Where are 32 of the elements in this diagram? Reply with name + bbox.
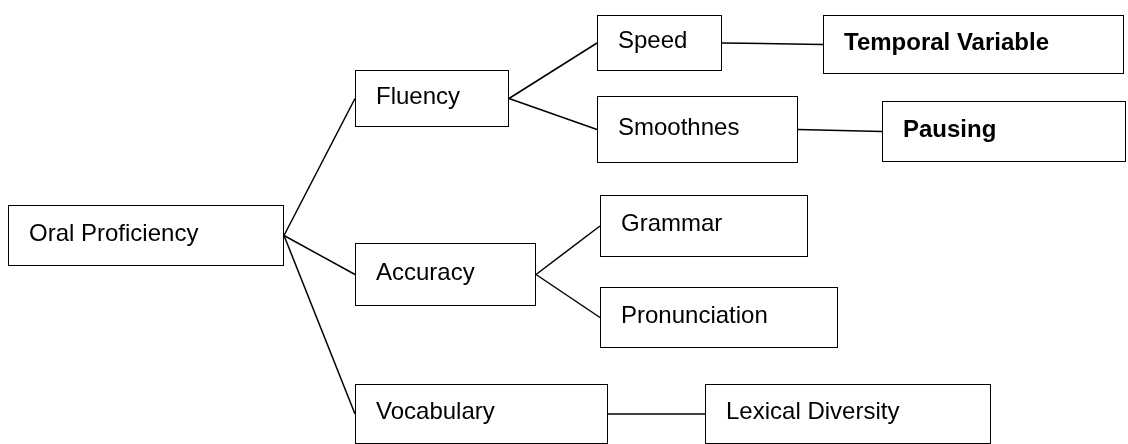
- concept-label: Temporal Variable: [844, 27, 1049, 56]
- connector-line: [535, 225, 601, 276]
- concept-box: [597, 15, 722, 71]
- connector-line: [283, 234, 356, 276]
- concept-box: [600, 287, 838, 348]
- concept-box: [705, 384, 991, 444]
- concept-label: Grammar: [621, 209, 723, 237]
- concept-label: Accuracy: [376, 257, 475, 286]
- concept-box: [8, 205, 284, 266]
- connector-line: [508, 97, 598, 131]
- concept-label: Vocabulary: [376, 397, 495, 425]
- connector-line: [797, 128, 883, 133]
- connector-line: [283, 234, 356, 415]
- concept-label: Pronunciation: [621, 300, 768, 329]
- concept-label: Fluency: [376, 81, 461, 110]
- connector-line: [721, 42, 824, 46]
- concept-box: [355, 70, 509, 127]
- concept-label: Pausing: [903, 114, 997, 143]
- concept-label: Speed: [618, 26, 688, 54]
- connector-line: [508, 42, 598, 100]
- connector-line: [283, 97, 356, 237]
- concept-label: Oral Proficiency: [29, 218, 199, 247]
- concept-box: [600, 195, 808, 257]
- connector-line: [535, 273, 601, 319]
- concept-label: Lexical Diversity: [726, 397, 900, 425]
- concept-box: [597, 96, 798, 163]
- concept-box: [355, 243, 536, 306]
- connector-line: [607, 413, 706, 415]
- concept-box: [823, 15, 1124, 74]
- concept-box: [355, 384, 608, 444]
- concept-box: [882, 101, 1126, 162]
- concept-label: Smoothnes: [618, 112, 740, 141]
